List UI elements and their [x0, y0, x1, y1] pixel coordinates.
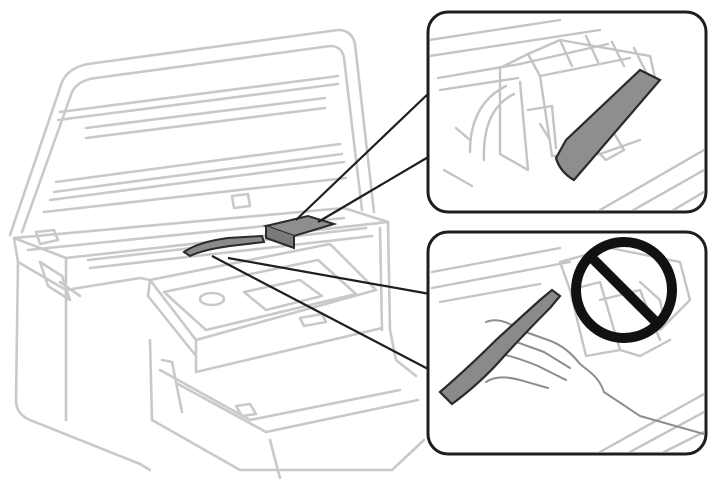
printer-housing — [14, 220, 392, 472]
inset-top — [426, 10, 708, 214]
scanner-base — [12, 206, 390, 302]
cable-inset — [438, 288, 562, 406]
hand-outline[interactable] — [485, 319, 704, 435]
callout-lines — [211, 91, 431, 371]
tape-inset-edge — [554, 157, 575, 181]
prohibition-sign-icon — [571, 237, 677, 343]
paper-tray — [148, 312, 426, 479]
tape-main-edge — [265, 226, 295, 250]
cable-main — [182, 234, 266, 258]
scanner-lid — [8, 28, 376, 237]
printer-body — [8, 28, 426, 479]
inset-bottom — [426, 230, 708, 456]
control-panel — [146, 242, 378, 358]
